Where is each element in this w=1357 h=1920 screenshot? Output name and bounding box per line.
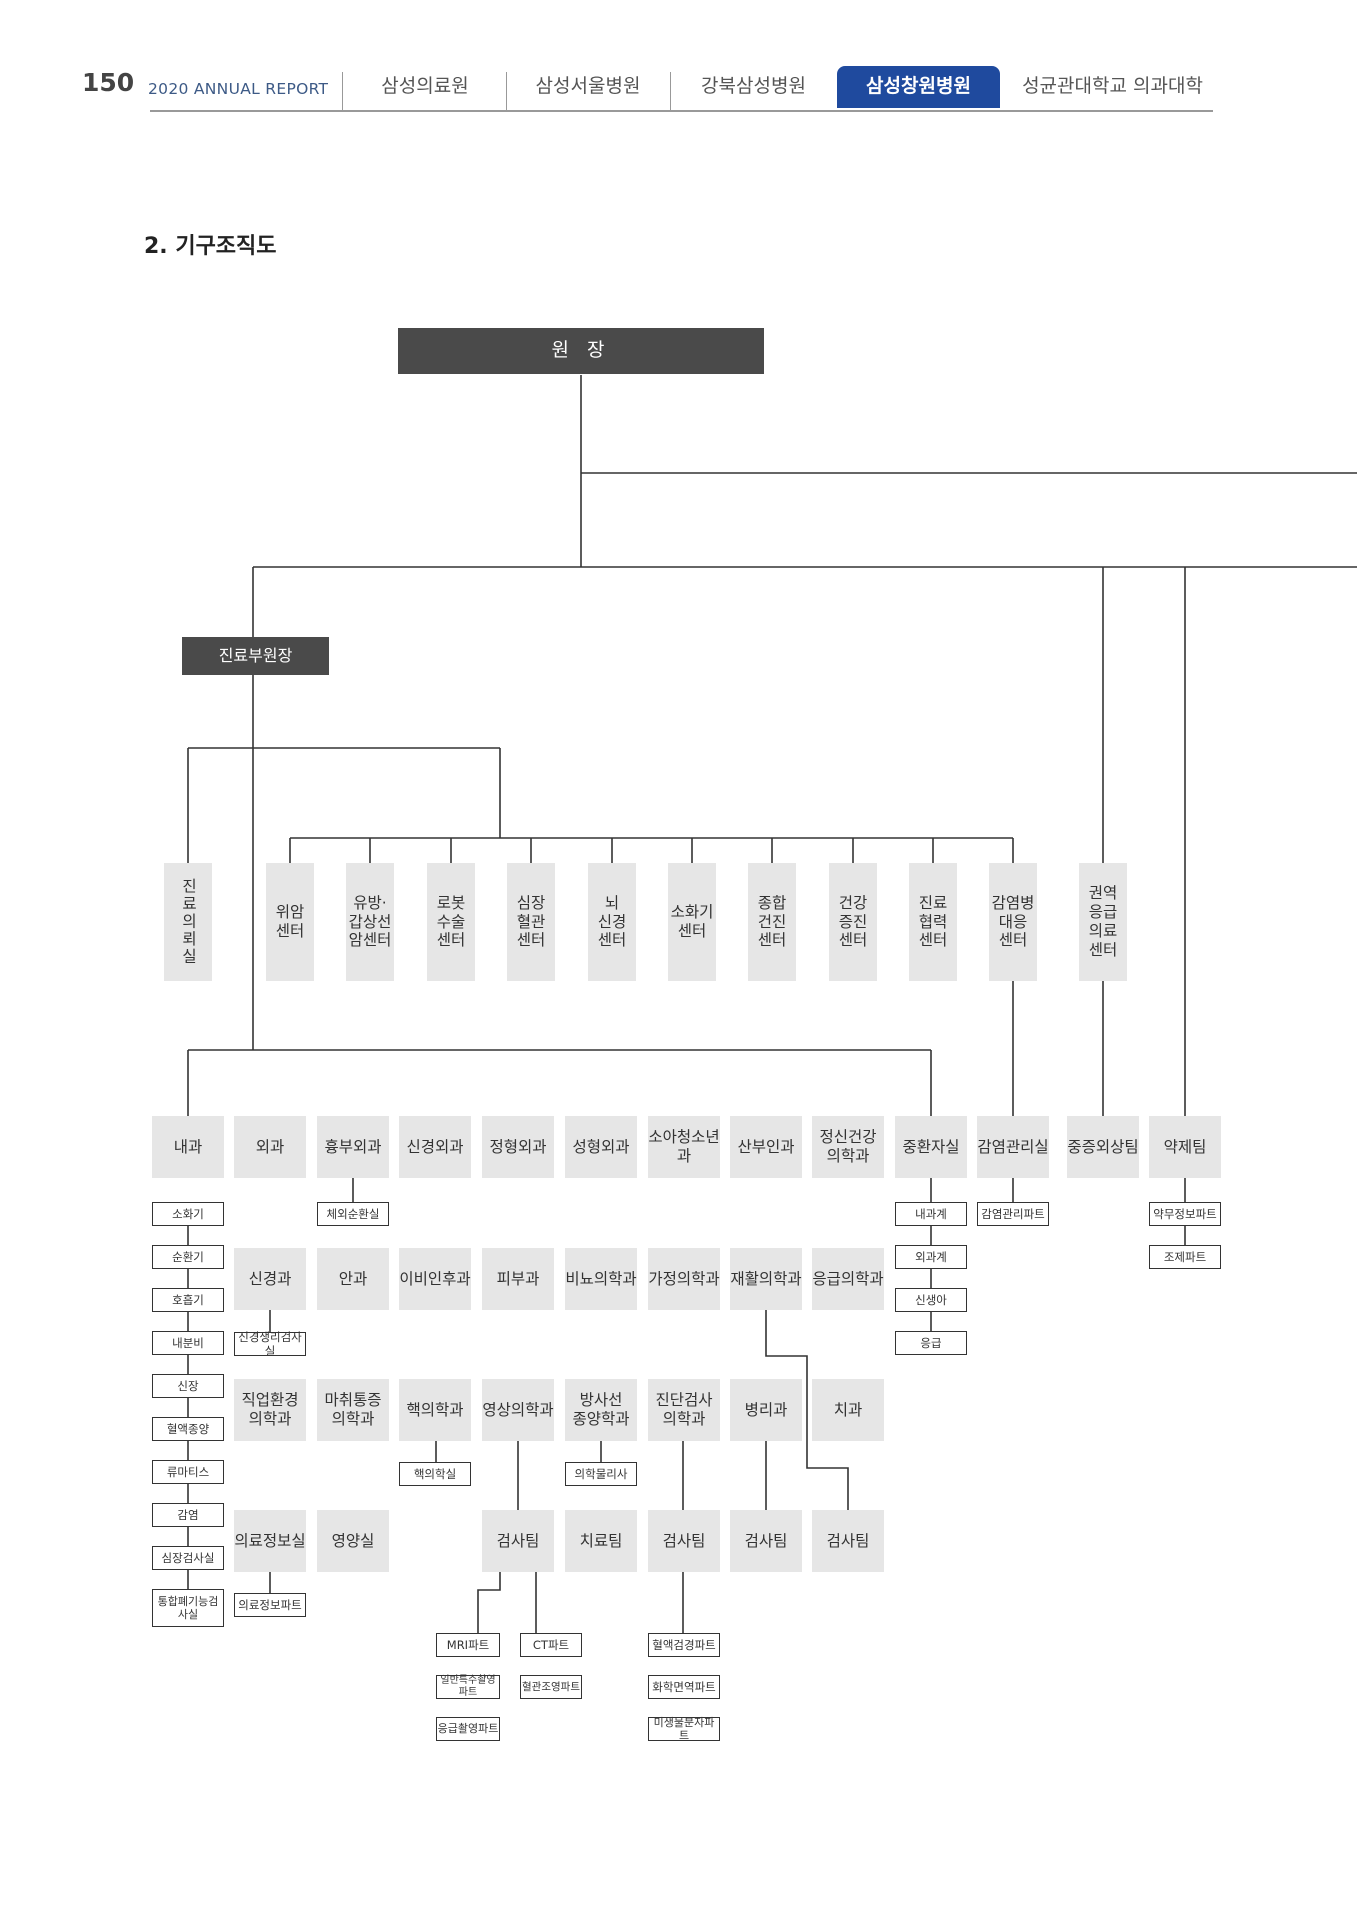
nutrition-office-box: 영양실: [317, 1510, 389, 1572]
im-sub-rheum: 류마티스: [152, 1460, 224, 1484]
report-title: 2020 ANNUAL REPORT: [148, 80, 329, 98]
tab-separator: [506, 72, 507, 110]
dispensing-part: 조제파트: [1149, 1245, 1221, 1269]
dentistry-exam-team-box: 검사팀: [812, 1510, 884, 1572]
icu-sub-medical: 내과계: [895, 1202, 967, 1226]
nuclear-medicine-lab: 핵의학실: [399, 1462, 471, 1486]
surgery-box: 외과: [234, 1116, 306, 1178]
icu-sub-surgical: 외과계: [895, 1245, 967, 1269]
referral-office-box: 진료의뢰실: [164, 863, 212, 981]
ent-box: 이비인후과: [399, 1248, 471, 1310]
tab-skku-medicine[interactable]: 성균관대학교 의과대학: [1022, 75, 1203, 97]
health-promotion-center-box: 건강 증진 센터: [829, 863, 877, 981]
tab-samsung-seoul-hospital[interactable]: 삼성서울병원: [535, 75, 641, 97]
health-screening-center-box: 종합 건진 센터: [748, 863, 796, 981]
angiography-part: 혈관조영파트: [520, 1675, 582, 1699]
heart-vascular-center-box: 심장 혈관 센터: [507, 863, 555, 981]
rehabilitation-box: 재활의학과: [730, 1248, 802, 1310]
laboratory-medicine-box: 진단검사 의학과: [648, 1379, 720, 1441]
pediatrics-box: 소아청소년과: [648, 1116, 720, 1178]
orthopedics-box: 정형외과: [482, 1116, 554, 1178]
brain-neuro-center-box: 뇌 신경 센터: [588, 863, 636, 981]
tab-samsung-changwon-hospital[interactable]: 삼성창원병원: [837, 66, 1000, 108]
ophthalmology-box: 안과: [317, 1248, 389, 1310]
thoracic-surgery-box: 흉부외과: [317, 1116, 389, 1178]
thoracic-sub-ecc: 체외순환실: [317, 1202, 389, 1226]
vice-director-box: 진료부원장: [182, 637, 329, 675]
urology-box: 비뇨의학과: [565, 1248, 637, 1310]
anesthesiology-box: 마취통증 의학과: [317, 1379, 389, 1441]
trauma-team-box: 중증외상팀: [1067, 1116, 1139, 1178]
tab-separator: [342, 72, 343, 110]
care-cooperation-center-box: 진료 협력 센터: [909, 863, 957, 981]
neurology-box: 신경과: [234, 1248, 306, 1310]
ct-part: CT파트: [520, 1633, 582, 1657]
infection-control-box: 감염관리실: [977, 1116, 1049, 1178]
psychiatry-box: 정신건강 의학과: [812, 1116, 884, 1178]
im-sub-infection: 감염: [152, 1503, 224, 1527]
tab-kangbuk-samsung-hospital[interactable]: 강북삼성병원: [701, 75, 806, 97]
mri-part: MRI파트: [436, 1633, 500, 1657]
director-box: 원 장: [398, 328, 764, 374]
regional-emergency-center-box: 권역 응급 의료 센터: [1079, 863, 1127, 981]
dentistry-box: 치과: [812, 1379, 884, 1441]
infection-control-part: 감염관리파트: [977, 1202, 1049, 1226]
breast-thyroid-cancer-center-box: 유방· 갑상선 암센터: [346, 863, 394, 981]
medical-info-office-box: 의료정보실: [234, 1510, 306, 1572]
stomach-cancer-center-box: 위암 센터: [266, 863, 314, 981]
emergency-medicine-box: 응급의학과: [812, 1248, 884, 1310]
chemistry-immunology-part: 화학면역파트: [648, 1675, 720, 1699]
general-special-imaging-part: 일반특수촬영파트: [436, 1675, 500, 1699]
radiation-oncology-box: 방사선 종양학과: [565, 1379, 637, 1441]
obgyn-box: 산부인과: [730, 1116, 802, 1178]
im-sub-cardiac-lab: 심장검사실: [152, 1546, 224, 1570]
icu-sub-emergency: 응급: [895, 1331, 967, 1355]
digestive-center-box: 소화기 센터: [668, 863, 716, 981]
im-sub-pulmo: 호흡기: [152, 1288, 224, 1312]
emergency-imaging-part: 응급촬영파트: [436, 1717, 500, 1741]
section-title: 2. 기구조직도: [144, 234, 277, 259]
radiology-exam-team-box: 검사팀: [482, 1510, 554, 1572]
header-rule: [150, 110, 1213, 112]
lab-exam-team-box: 검사팀: [648, 1510, 720, 1572]
im-sub-gastro: 소화기: [152, 1202, 224, 1226]
robotic-surgery-center-box: 로봇 수술 센터: [427, 863, 475, 981]
dermatology-box: 피부과: [482, 1248, 554, 1310]
plastic-surgery-box: 성형외과: [565, 1116, 637, 1178]
pharmacy-team-box: 약제팀: [1149, 1116, 1221, 1178]
im-sub-hemato-onc: 혈액종양: [152, 1417, 224, 1441]
infectious-disease-center-box: 감염병 대응 센터: [989, 863, 1037, 981]
im-sub-pulmonary-function-lab: 통합폐기능검사실: [152, 1589, 224, 1627]
pathology-box: 병리과: [730, 1379, 802, 1441]
occupational-medicine-box: 직업환경 의학과: [234, 1379, 306, 1441]
microbiology-molecular-part: 미생물분자파트: [648, 1716, 720, 1742]
icu-box: 중환자실: [895, 1116, 967, 1178]
tab-samsung-medical-center[interactable]: 삼성의료원: [381, 75, 469, 97]
neurophysiology-lab: 신경생리검사실: [234, 1330, 306, 1358]
im-sub-cardio: 순환기: [152, 1245, 224, 1269]
medical-physicist: 의학물리사: [565, 1462, 637, 1486]
radiology-box: 영상의학과: [482, 1379, 554, 1441]
pathology-exam-team-box: 검사팀: [730, 1510, 802, 1572]
pharmacy-info-part: 약무정보파트: [1149, 1202, 1221, 1226]
icu-sub-neonatal: 신생아: [895, 1288, 967, 1312]
page-number: 150: [82, 68, 135, 97]
hematology-part: 혈액검경파트: [648, 1633, 720, 1657]
radiation-treatment-team-box: 치료팀: [565, 1510, 637, 1572]
medical-info-part: 의료정보파트: [234, 1593, 306, 1617]
nuclear-medicine-box: 핵의학과: [399, 1379, 471, 1441]
page-header: 150 2020 ANNUAL REPORT 삼성의료원 삼성서울병원 강북삼성…: [0, 0, 1357, 120]
family-medicine-box: 가정의학과: [648, 1248, 720, 1310]
tab-separator: [670, 72, 671, 110]
im-sub-nephro: 신장: [152, 1374, 224, 1398]
im-sub-endo: 내분비: [152, 1331, 224, 1355]
internal-medicine-box: 내과: [152, 1116, 224, 1178]
neurosurgery-box: 신경외과: [399, 1116, 471, 1178]
